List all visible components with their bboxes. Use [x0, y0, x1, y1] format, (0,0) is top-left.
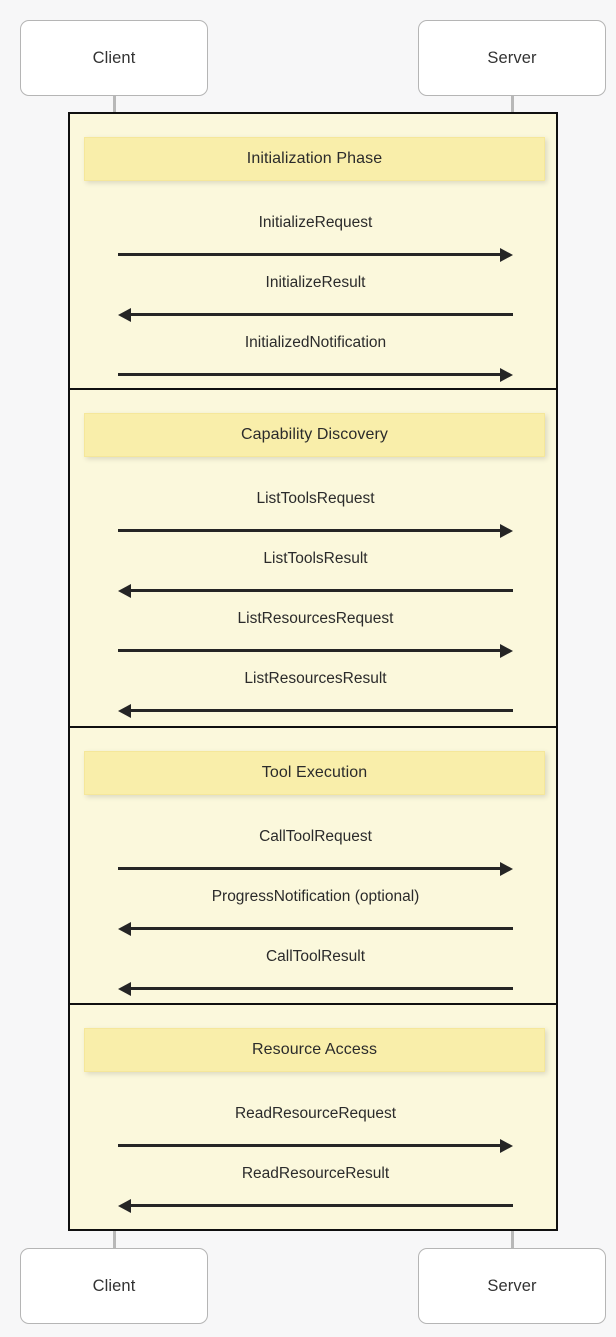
message-label: ReadResourceRequest [234, 1105, 397, 1122]
message-row: ProgressNotification (optional) [70, 880, 560, 940]
message-arrow-line [129, 927, 513, 930]
message-row: ReadResourceRequest [70, 1097, 560, 1157]
message-label: CallToolRequest [259, 828, 372, 845]
participant-label: Client [92, 48, 136, 67]
phase-block-title: Initialization Phase [84, 137, 545, 181]
participant-label: Client [92, 1276, 136, 1295]
arrow-head-left-icon [118, 307, 131, 322]
participant-client-top[interactable]: Client [20, 20, 208, 96]
message-row: ReadResourceResult [70, 1157, 560, 1217]
participant-label: Server [487, 48, 537, 67]
arrow-head-right-icon [500, 861, 513, 876]
message-label: ReadResourceResult [241, 1165, 390, 1182]
arrow-head-right-icon [500, 367, 513, 382]
arrow-head-left-icon [118, 583, 131, 598]
phase-block-title: Capability Discovery [84, 413, 545, 457]
phase-block-title-label: Initialization Phase [246, 150, 383, 167]
message-row: CallToolRequest [70, 820, 560, 880]
message-arrow-line [118, 373, 502, 376]
arrow-head-left-icon [118, 981, 131, 996]
message-label: ListToolsResult [263, 550, 368, 567]
message-row: InitializedNotification [70, 326, 560, 386]
message-arrow-line [118, 253, 502, 256]
message-row: CallToolResult [70, 940, 560, 1000]
phase-block-title-label: Resource Access [251, 1041, 378, 1058]
message-arrow-line [129, 709, 513, 712]
arrow-head-right-icon [500, 643, 513, 658]
message-arrow-line [129, 313, 513, 316]
message-label: InitializedNotification [244, 334, 387, 351]
message-arrow-line [118, 1144, 502, 1147]
message-arrow-line [129, 1204, 513, 1207]
participant-label: Server [487, 1276, 537, 1295]
message-row: ListResourcesRequest [70, 602, 560, 662]
message-arrow-line [129, 987, 513, 990]
arrow-head-right-icon [500, 247, 513, 262]
phase-block-title: Tool Execution [84, 751, 545, 795]
phase-block-title: Resource Access [84, 1028, 545, 1072]
participant-server-bottom[interactable]: Server [418, 1248, 606, 1324]
message-label: InitializeResult [265, 274, 366, 291]
arrow-head-left-icon [118, 921, 131, 936]
message-row: InitializeResult [70, 266, 560, 326]
message-arrow-line [118, 529, 502, 532]
message-row: ListToolsRequest [70, 482, 560, 542]
participant-client-bottom[interactable]: Client [20, 1248, 208, 1324]
phase-block-title-label: Capability Discovery [241, 426, 388, 443]
message-arrow-line [129, 589, 513, 592]
message-arrow-line [118, 649, 502, 652]
arrow-head-left-icon [118, 1198, 131, 1213]
message-label: ListResourcesRequest [237, 610, 394, 627]
message-label: ProgressNotification (optional) [211, 888, 420, 905]
message-arrow-line [118, 867, 502, 870]
message-label: ListToolsRequest [256, 490, 375, 507]
message-label: ListResourcesResult [244, 670, 387, 687]
arrow-head-right-icon [500, 523, 513, 538]
message-row: ListResourcesResult [70, 662, 560, 722]
phase-block-title-label: Tool Execution [261, 764, 368, 781]
message-label: CallToolResult [265, 948, 366, 965]
arrow-head-right-icon [500, 1138, 513, 1153]
message-label: InitializeRequest [258, 214, 373, 231]
message-row: ListToolsResult [70, 542, 560, 602]
participant-server-top[interactable]: Server [418, 20, 606, 96]
arrow-head-left-icon [118, 703, 131, 718]
message-row: InitializeRequest [70, 206, 560, 266]
